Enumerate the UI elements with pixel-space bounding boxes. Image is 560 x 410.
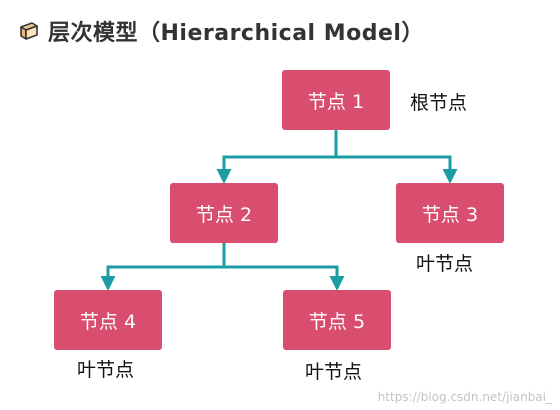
node-5: 节点 5 [283,290,391,350]
node-3: 节点 3 [396,183,504,243]
stack-icon [20,22,38,40]
node-label: 节点 5 [308,310,366,333]
leaf-node-tag-5: 叶节点 [305,361,363,383]
node-2: 节点 2 [170,183,278,243]
node-label: 节点 4 [79,310,137,333]
node-label: 节点 2 [195,203,253,226]
node-label: 节点 1 [307,90,365,113]
root-node-tag: 根节点 [410,92,468,114]
node-4: 节点 4 [54,290,162,350]
node-label: 节点 3 [421,203,479,226]
page-title: 层次模型（Hierarchical Model） [48,21,424,46]
leaf-node-tag-3: 叶节点 [416,253,474,275]
leaf-node-tag-4: 叶节点 [77,359,135,381]
watermark: https://blog.csdn.net/jianbai_ [377,390,552,404]
node-1: 节点 1 [282,70,390,130]
title-row: 层次模型（Hierarchical Model） [18,14,424,48]
